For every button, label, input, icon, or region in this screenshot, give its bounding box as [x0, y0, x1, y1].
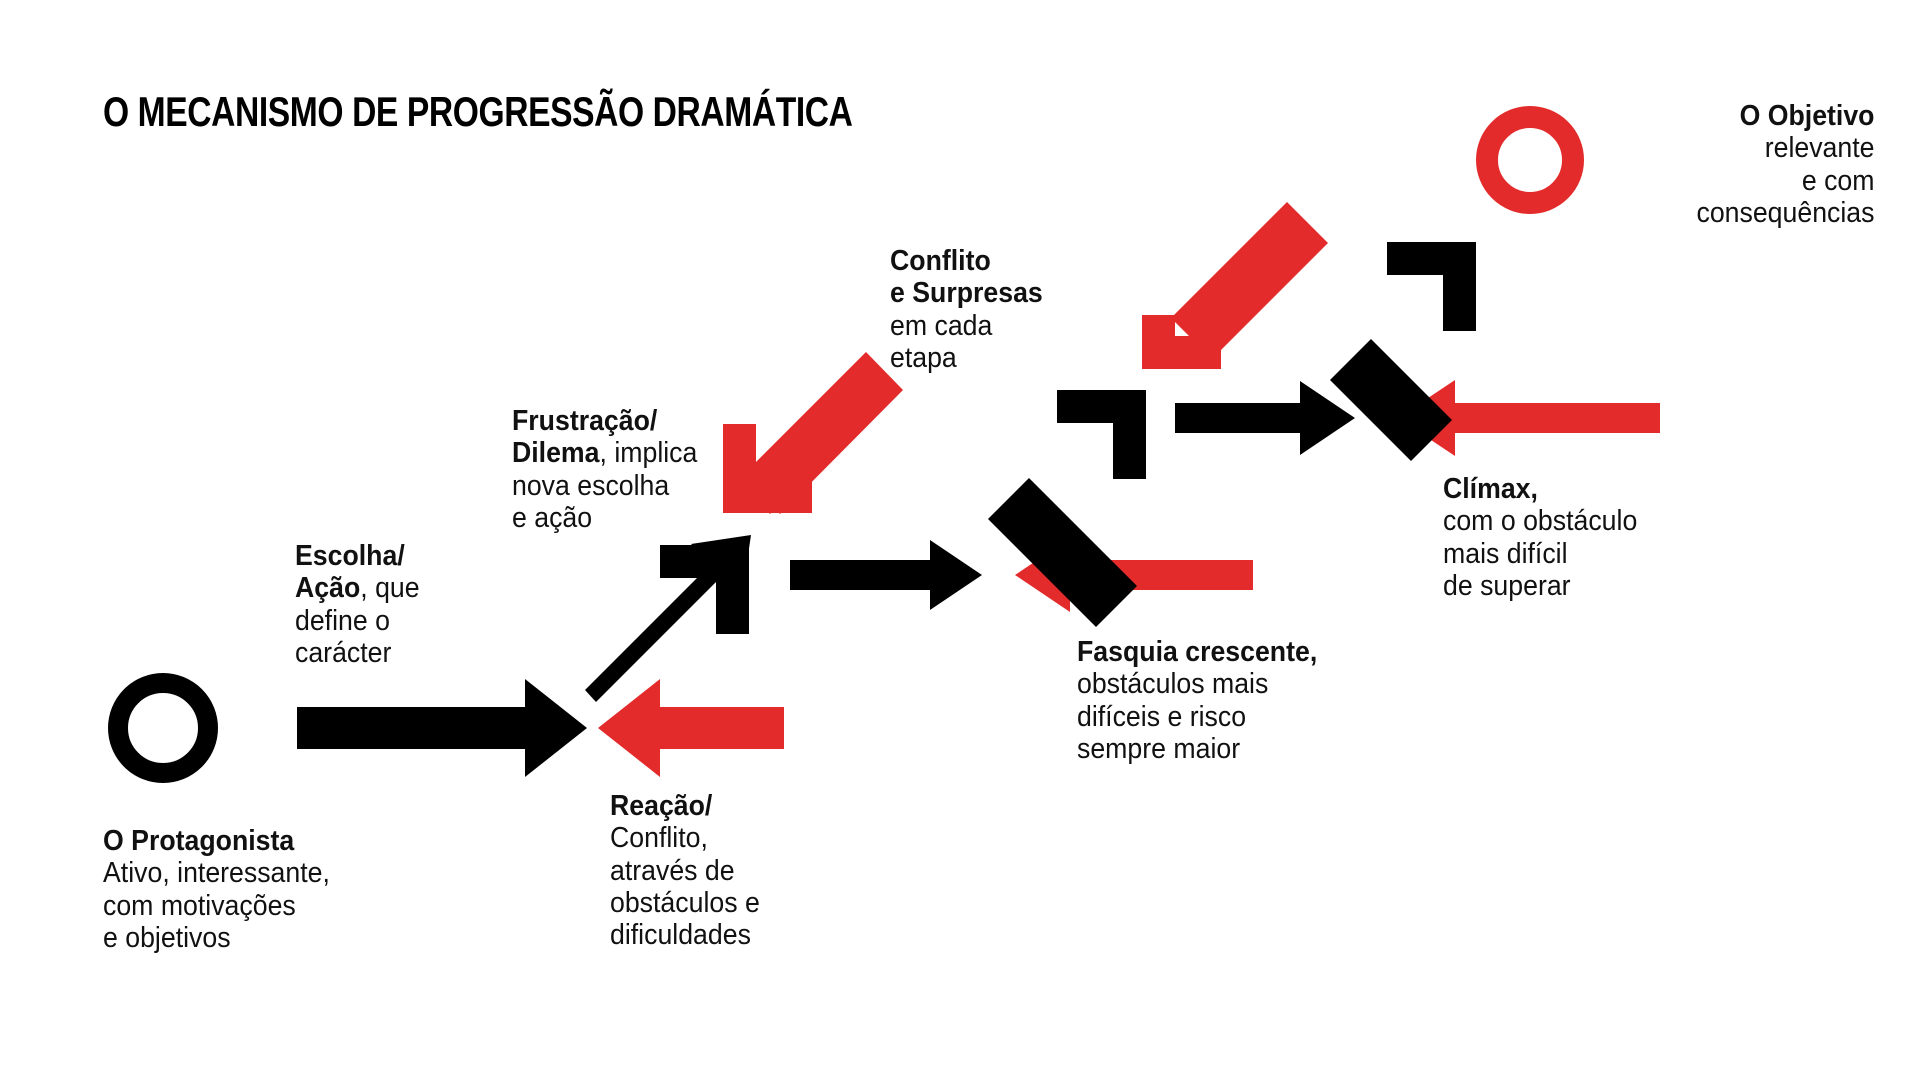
caption-protagonista: O Protagonista Ativo, interessante, com … [103, 825, 330, 954]
caption-reacao-line1: Reação/ [610, 790, 713, 822]
arrow-middle-advance [790, 540, 982, 610]
caption-reacao-line2: Conflito, [610, 822, 708, 855]
arrow-choice-rise-2-shaft [988, 478, 1137, 627]
caption-protagonista-line4: e objetivos [103, 921, 231, 954]
goal-circle-icon [1476, 106, 1584, 214]
caption-climax-line1: Clímax, [1443, 473, 1538, 505]
arrow-choice-rise-1-head [660, 545, 749, 634]
caption-conflito-line2: e Surpresas [890, 277, 1043, 310]
caption-objetivo-line2: relevante [1764, 132, 1874, 165]
caption-objetivo-line4: consequências [1695, 196, 1874, 229]
caption-conflito-surpresas: Conflito e Surpresas em cada etapa [890, 245, 1043, 374]
arrow-final-rise-to-goal-shaft [1330, 339, 1452, 461]
caption-escolha-line2-rest: , que [360, 572, 420, 605]
caption-frustracao-line2-bold: Dilema [512, 437, 600, 470]
caption-escolha-line3: define o [295, 604, 390, 637]
arrow-protagonist-to-reaction [297, 679, 587, 777]
caption-conflito-line1: Conflito [890, 245, 991, 277]
arrow-conflict-surprise-2-head [1142, 315, 1221, 369]
caption-reacao-line4: obstáculos e [610, 886, 760, 919]
arrow-climax-advance [1175, 381, 1355, 455]
caption-climax-line3: mais difícil [1443, 537, 1568, 570]
arrow-climax-opposition [1398, 380, 1660, 456]
caption-reacao-line5: dificuldades [610, 919, 751, 952]
caption-reacao: Reação/ Conflito, através de obstáculos … [610, 790, 760, 952]
caption-frustracao-line2-rest: , implica [599, 437, 698, 470]
caption-frustracao-line4: e ação [512, 501, 593, 534]
caption-objetivo: O Objetivo relevante e com consequências [1696, 100, 1874, 229]
caption-objetivo-line3: e com [1801, 164, 1874, 197]
caption-fasquia-line1: Fasquia crescente, [1077, 636, 1318, 668]
caption-fasquia-line4: sempre maior [1077, 732, 1241, 765]
caption-escolha-line2-bold: Ação [295, 572, 361, 605]
page-title: O MECANISMO DE PROGRESSÃO DRAMÁTICA [103, 88, 853, 135]
caption-fasquia-line2: obstáculos mais [1077, 668, 1269, 701]
caption-climax-line4: de superar [1443, 569, 1571, 602]
caption-climax: Clímax, com o obstáculo mais difícil de … [1443, 473, 1637, 602]
caption-objetivo-line1: O Objetivo [1739, 100, 1874, 132]
caption-conflito-line4: etapa [890, 341, 957, 374]
caption-protagonista-line3: com motivações [103, 889, 296, 922]
caption-protagonista-line1: O Protagonista [103, 825, 295, 857]
arrow-reaction-opposition [598, 679, 784, 777]
caption-conflito-line3: em cada [890, 309, 993, 342]
caption-escolha-line4: carácter [295, 636, 392, 669]
caption-fasquia-line3: difíceis e risco [1077, 700, 1247, 733]
caption-climax-line2: com o obstáculo [1443, 505, 1638, 538]
caption-protagonista-line2: Ativo, interessante, [103, 857, 330, 890]
arrow-conflict-surprise-2-shaft [1171, 202, 1328, 359]
arrow-choice-rise-2-head [1057, 390, 1146, 479]
caption-frustracao-line1: Frustração/ [512, 405, 658, 437]
protagonist-circle-icon [108, 673, 218, 783]
arrow-conflict-surprise-1-shaft [742, 352, 903, 514]
caption-fasquia: Fasquia crescente, obstáculos mais difíc… [1077, 636, 1317, 765]
caption-escolha-acao: Escolha/ Ação, que define o carácter [295, 540, 420, 669]
caption-escolha-line1: Escolha/ [295, 540, 405, 572]
arrow-final-rise-to-goal-head [1387, 242, 1476, 331]
arrow-middle-opposition [1015, 538, 1253, 612]
arrow-conflict-surprise-1-head [723, 424, 812, 513]
caption-reacao-line3: através de [610, 854, 735, 887]
caption-frustracao: Frustração/ Dilema, implica nova escolha… [512, 405, 697, 534]
caption-frustracao-line3: nova escolha [512, 469, 670, 502]
